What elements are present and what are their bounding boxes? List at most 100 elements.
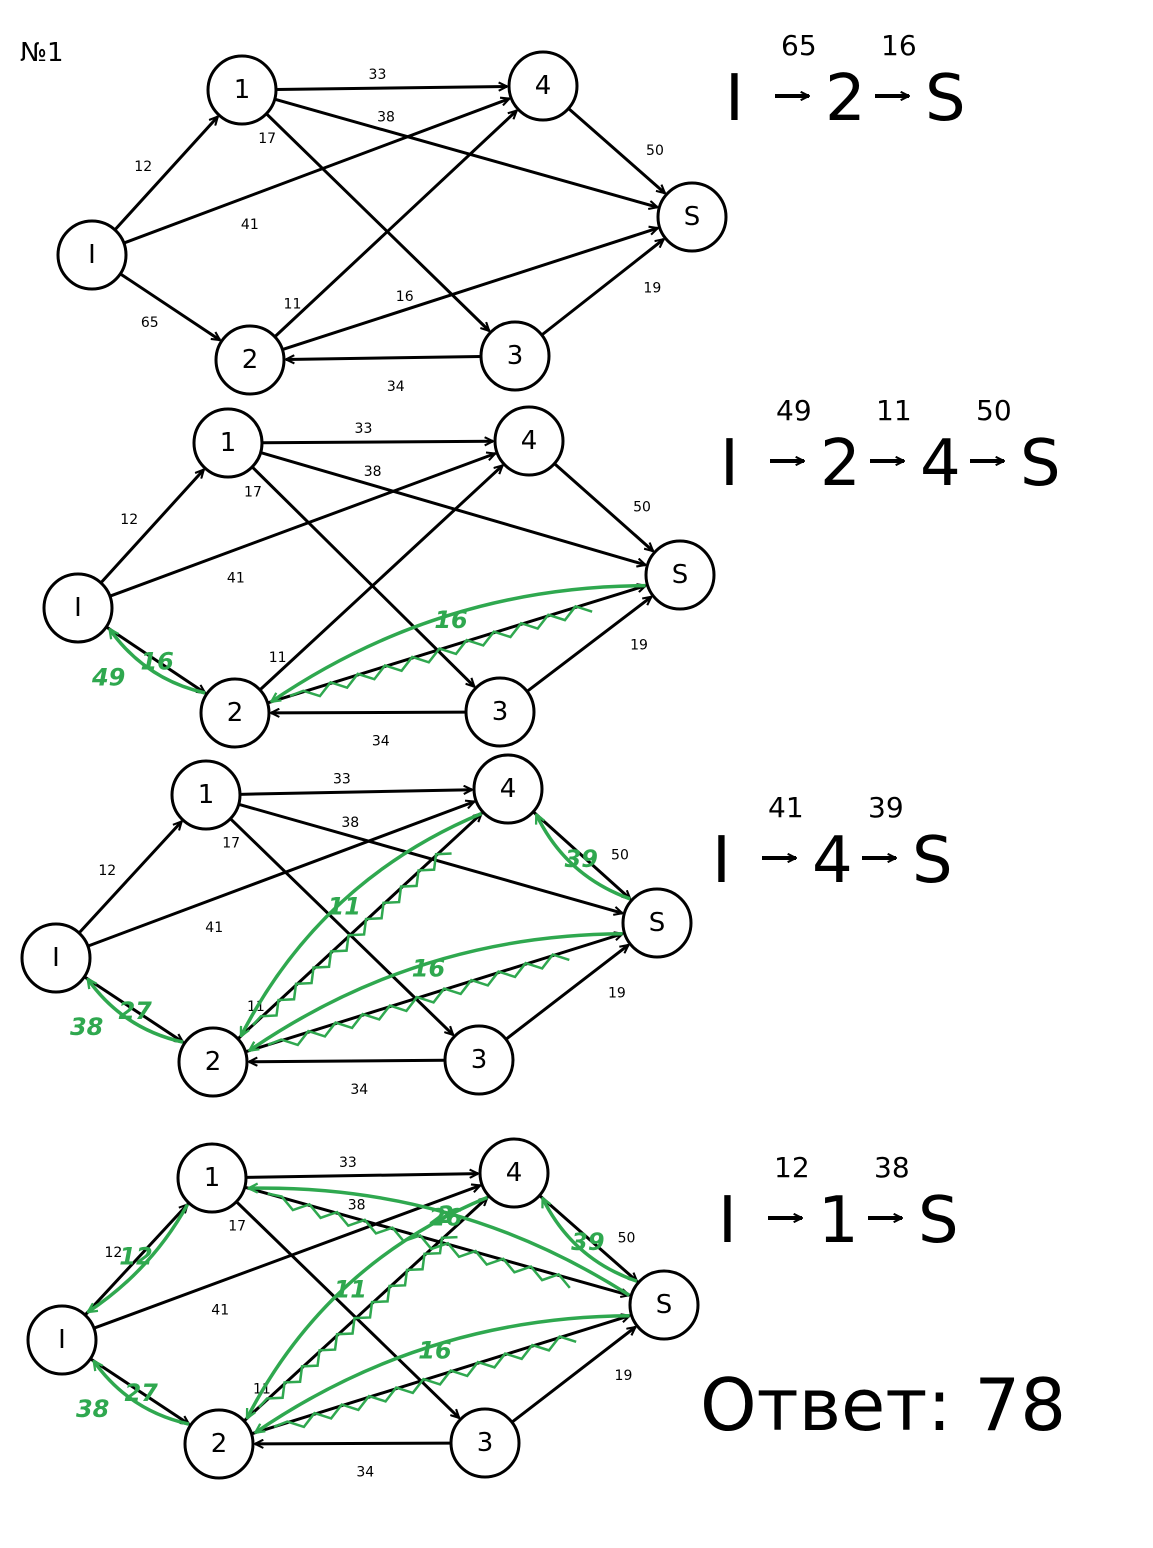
path-node: I: [712, 824, 731, 898]
edge-capacity-label: 11: [284, 297, 302, 313]
edge-capacity-label: 41: [211, 1303, 229, 1319]
edge-capacity-label: 38: [377, 110, 395, 126]
forward-flow-label: 49: [91, 663, 125, 691]
residual-arc-S-4: [534, 814, 631, 901]
node-3: 3: [464, 676, 536, 748]
edge-capacity-label: 38: [364, 464, 382, 480]
node-4: 4: [472, 753, 544, 825]
path-flow: 39: [868, 791, 904, 824]
edge-4-S: [553, 462, 653, 552]
svg-text:S: S: [649, 908, 666, 938]
edge-capacity-label: 17: [244, 484, 262, 500]
edge-I-2: [119, 272, 220, 340]
node-4: 4: [493, 405, 565, 477]
node-2: 2: [177, 1026, 249, 1098]
edge-3-2: [271, 712, 467, 713]
svg-text:3: 3: [477, 1428, 494, 1458]
edge-3-S: [540, 239, 664, 337]
residual-label: 16: [418, 1336, 451, 1364]
edge-capacity-label: 50: [646, 143, 664, 159]
node-I: I: [20, 922, 92, 994]
path-flow: 65: [781, 29, 817, 62]
edge-4-S: [567, 107, 665, 193]
residual-arc-S-2: [249, 932, 623, 1051]
svg-text:1: 1: [198, 780, 215, 810]
residual-arc-S-4: [540, 1198, 638, 1283]
edge-I-1: [113, 117, 218, 231]
svg-text:2: 2: [242, 345, 259, 375]
svg-text:1: 1: [220, 428, 237, 458]
edge-capacity-label: 34: [356, 1464, 374, 1480]
residual-label: 39: [571, 1228, 604, 1256]
residual-arc-2-I: [88, 979, 184, 1044]
edge-capacity-label: 41: [205, 920, 223, 936]
svg-text:S: S: [656, 1290, 673, 1320]
edge-capacity-label: 41: [241, 217, 259, 233]
edge-capacity-label: 34: [350, 1082, 368, 1098]
path-flow: 50: [976, 394, 1012, 427]
path-node: S: [912, 824, 953, 898]
problem-number: №1: [20, 38, 64, 68]
path-node: 2: [820, 427, 861, 501]
svg-text:3: 3: [471, 1045, 488, 1075]
forward-flow-label: 2: [437, 1201, 454, 1229]
path-node: S: [918, 1184, 959, 1258]
edge-3-2: [249, 1060, 446, 1061]
edge-I-1: [99, 470, 204, 584]
edge-capacity-label: 17: [258, 131, 276, 147]
edge-I-4: [93, 1185, 480, 1330]
edge-capacity-label: 38: [341, 815, 359, 831]
edge-I-1: [83, 1204, 187, 1317]
path-node: S: [1020, 427, 1061, 501]
node-2: 2: [183, 1408, 255, 1480]
node-1: 1: [176, 1142, 248, 1214]
edge-capacity-label: 34: [372, 733, 390, 749]
residual-arc-S-2: [255, 1313, 630, 1433]
path-node: I: [725, 62, 744, 136]
svg-text:4: 4: [535, 71, 552, 101]
residual-label: 11: [328, 892, 361, 920]
edge-capacity-label: 12: [134, 159, 152, 175]
edge-capacity-label: 12: [98, 863, 116, 879]
svg-text:2: 2: [227, 698, 244, 728]
path-flow: 11: [876, 394, 912, 427]
answer: Ответ: 78: [700, 1363, 1066, 1447]
node-I: I: [26, 1304, 98, 1376]
edge-capacity-label: 50: [611, 848, 629, 864]
node-I: I: [56, 219, 128, 291]
forward-flow-label: 38: [70, 1013, 103, 1041]
edge-capacity-label: 65: [141, 315, 159, 331]
svg-text:4: 4: [500, 774, 517, 804]
residual-label: 27: [124, 1379, 158, 1407]
flow-squiggle: [273, 1335, 577, 1429]
edge-3-S: [526, 597, 651, 693]
residual-arc-S-1: [249, 1188, 631, 1297]
edge-capacity-label: 33: [355, 421, 373, 437]
edge-I-1: [77, 821, 182, 934]
svg-text:S: S: [672, 560, 689, 590]
path-node: 4: [812, 824, 853, 898]
edge-3-S: [511, 1327, 636, 1424]
residual-label: 12: [119, 1243, 152, 1271]
edge-3-2: [286, 357, 482, 360]
edge-capacity-label: 50: [618, 1231, 636, 1247]
svg-text:I: I: [88, 240, 96, 270]
path-flow: 12: [774, 1151, 810, 1184]
node-S: S: [644, 539, 716, 611]
edge-capacity-label: 19: [630, 638, 648, 654]
edge-capacity-label: 41: [227, 571, 245, 587]
residual-label: 16: [140, 647, 173, 675]
path-node: 2: [825, 62, 866, 136]
edge-I-2: [89, 1357, 189, 1424]
